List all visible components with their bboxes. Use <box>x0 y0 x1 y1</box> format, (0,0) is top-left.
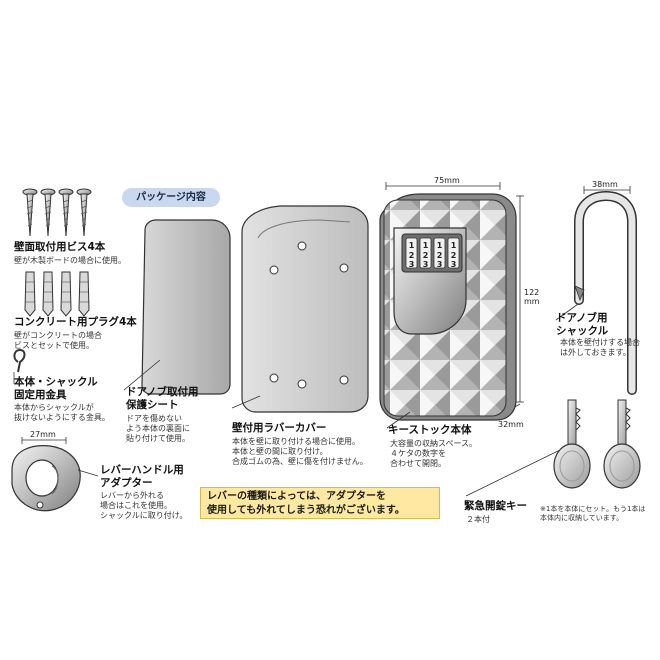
svg-text:1: 1 <box>451 241 457 250</box>
leader-lines <box>13 303 579 497</box>
protective-sheet-illustration <box>141 219 231 395</box>
plugs-title: コンクリート用プラグ4本 <box>14 316 137 328</box>
svg-text:1: 1 <box>409 241 415 250</box>
rubber-cover-desc: 本体を壁に取り付ける場合に使用。 本体と壁の間に取り付け。 合成ゴムの為、壁に傷… <box>232 437 368 466</box>
svg-text:2: 2 <box>451 251 457 260</box>
main-body-width-dimension: 75mm <box>434 176 460 185</box>
keys-footnote: ※1本を本体にセット。もう1本は 本体内に収納しています。 <box>540 505 646 522</box>
keys-title: 緊急開錠キー <box>464 500 527 512</box>
main-body-desc: 大容量の収納スペース。 ４ケタの数字を 合わせて開閉。 <box>390 439 478 468</box>
svg-text:3: 3 <box>451 260 457 269</box>
adapter-title: レバーハンドル用 アダプター <box>100 464 184 489</box>
protect-sheet-desc: ドアを傷めない よう本体の裏面に 貼り付けて使用。 <box>126 414 190 443</box>
bracket-title: 本体・シャックル 固定用金具 <box>14 376 98 401</box>
adapter-desc: レバーから外れる 場合はこれを使用。 シャックルに取り付け。 <box>100 491 188 520</box>
screws-desc: 壁が木製ボードの場合に使用。 <box>14 256 126 265</box>
keys-count: ２本付 <box>466 515 490 524</box>
main-body-depth-dimension: 32mm <box>498 420 524 429</box>
shackle-dimension: 38mm <box>592 180 618 189</box>
plugs-desc: 壁がコンクリートの場合 ビスとセットで使用。 <box>14 331 102 350</box>
adapter-dimension: 27mm <box>30 430 56 439</box>
svg-text:2: 2 <box>437 251 443 260</box>
svg-text:1: 1 <box>423 241 429 250</box>
rubber-cover-title: 壁付用ラバーカバー <box>232 422 327 434</box>
bracket-illustration <box>13 348 26 373</box>
package-contents-badge: パッケージ内容 <box>122 188 220 207</box>
shackle-desc: 本体を壁付けする場合 は外しておきます。 <box>560 338 640 357</box>
svg-text:2: 2 <box>409 251 415 260</box>
svg-text:2: 2 <box>423 251 429 260</box>
warning-box: レバーの種類によっては、アダプターを 使用しても外れてしまう恐れがございます。 <box>200 487 440 519</box>
rubber-cover-illustration <box>241 205 369 413</box>
main-body-title: キーストック本体 <box>388 424 472 436</box>
shackle-illustration <box>574 186 637 395</box>
svg-text:3: 3 <box>409 260 415 269</box>
protect-sheet-title: ドアノブ取付用 保護シート <box>126 386 199 411</box>
adapter-illustration <box>11 437 81 512</box>
keys-illustration <box>553 399 641 489</box>
svg-text:1: 1 <box>437 241 443 250</box>
screws-illustration <box>22 188 92 237</box>
plugs-illustration <box>24 271 90 317</box>
shackle-title: ドアノブ用 シャックル <box>556 312 609 337</box>
svg-text:3: 3 <box>423 260 429 269</box>
svg-text:3: 3 <box>437 260 443 269</box>
main-body-height-dimension: 122 mm <box>524 288 540 306</box>
screws-title: 壁面取付用ビス4本 <box>14 241 106 253</box>
bracket-desc: 本体からシャックルが 抜けないようにする金具。 <box>14 403 110 422</box>
